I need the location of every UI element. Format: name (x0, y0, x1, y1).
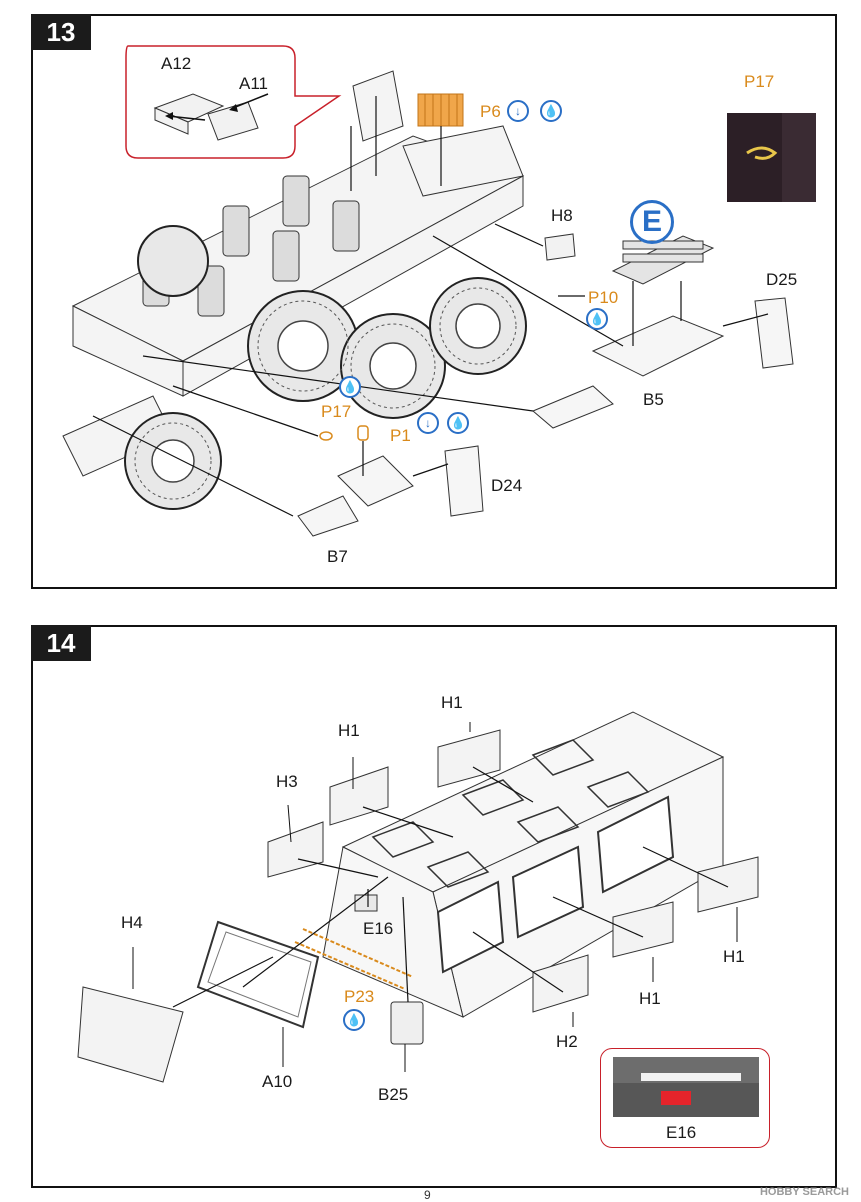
label-p17-photo: P17 (744, 72, 775, 91)
label-d25: D25 (766, 270, 798, 289)
label-h4: H4 (121, 913, 143, 932)
down-arrow-circle-icon: ↓ (507, 100, 529, 122)
label-a12: A12 (161, 54, 192, 73)
step-number: 14 (31, 625, 91, 661)
label-h1-mid: H1 (639, 989, 661, 1008)
step-14-drawing (77, 711, 759, 1083)
label-d24: D24 (491, 476, 523, 495)
page-number: 9 (424, 1188, 431, 1202)
label-p1: P1 (390, 426, 411, 445)
label-h2: H2 (556, 1032, 578, 1051)
label-h1-top: H1 (441, 693, 463, 712)
paint-drop-icon: 💧 (447, 412, 469, 434)
label-p10: P10 (588, 288, 619, 307)
label-e16: E16 (363, 919, 394, 938)
label-b7: B7 (327, 547, 348, 566)
paint-drop-icon: 💧 (339, 376, 361, 398)
label-e16-photo: E16 (666, 1123, 697, 1142)
paint-drop-icon: 💧 (343, 1009, 365, 1031)
label-h3: H3 (276, 772, 298, 791)
label-h8: H8 (551, 206, 573, 225)
label-p17: P17 (321, 402, 352, 421)
paint-drop-icon: 💧 (540, 100, 562, 122)
paint-drop-icon: 💧 (586, 308, 608, 330)
label-p23: P23 (344, 987, 375, 1006)
label-b25: B25 (378, 1085, 409, 1104)
step-13-drawing (62, 45, 794, 537)
label-a11: A11 (239, 74, 268, 93)
label-a10: A10 (262, 1072, 293, 1091)
label-p6: P6 (480, 102, 501, 121)
p17-reference-photo (727, 113, 816, 202)
step-13-panel: 13 (31, 14, 837, 589)
e16-reference-photo: E16 (600, 1048, 770, 1148)
step-number: 13 (31, 14, 91, 50)
step-14-panel: 14 (31, 625, 837, 1188)
callout-e-icon: E (630, 200, 674, 244)
label-h1-left: H1 (338, 721, 360, 740)
label-h1-right: H1 (723, 947, 745, 966)
down-arrow-circle-icon: ↓ (417, 412, 439, 434)
label-b5: B5 (643, 390, 664, 409)
watermark: HOBBY SEARCH (759, 1186, 849, 1198)
